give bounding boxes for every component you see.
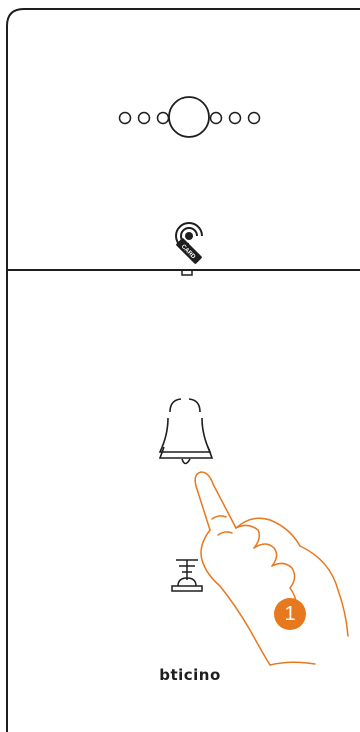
led-dot-icon [230,113,241,124]
led-dot-icon [211,113,222,124]
led-dot-icon [249,113,260,124]
hearing-loop-icon [172,560,202,591]
step-callout-badge: 1 [274,598,306,630]
brand-logo: bticino [150,664,230,686]
camera-lens-icon [169,97,209,137]
led-dot-icon [158,113,169,124]
card-reader-icon: CARD [176,223,203,264]
upper-module [7,9,360,732]
bell-icon [160,399,212,464]
hand-pointer-icon [195,472,348,665]
led-dot-icon [120,113,131,124]
led-dot-icon [139,113,150,124]
